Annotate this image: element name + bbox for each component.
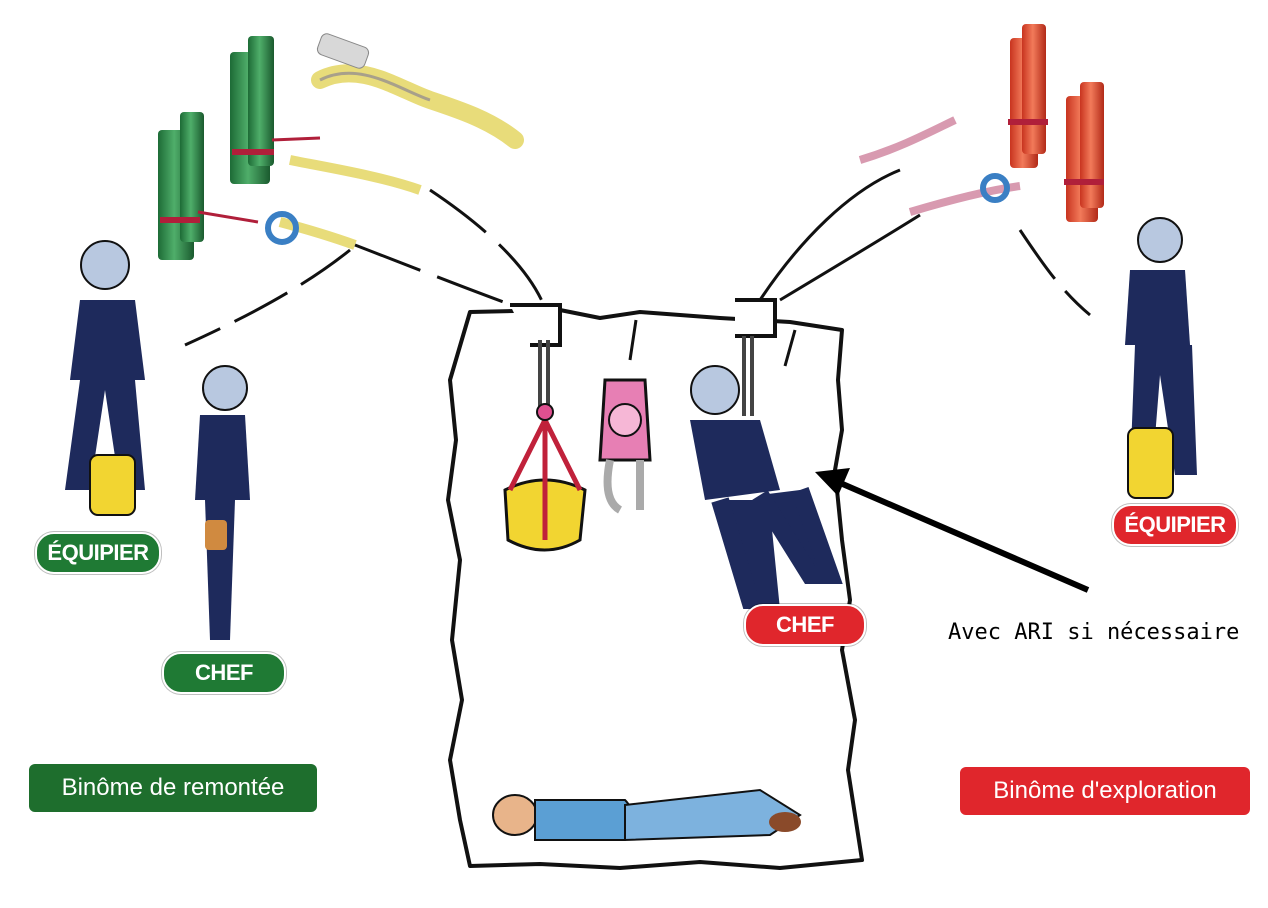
ari-annotation: Avec ARI si nécessaire <box>948 620 1239 645</box>
left-team-label: Binôme de remontée <box>29 764 317 812</box>
left-chef-figure <box>195 366 250 640</box>
left-equipier-figure <box>65 241 145 515</box>
left-equipier-badge: ÉQUIPIER <box>35 532 161 574</box>
cave-outline <box>448 310 862 868</box>
pointer-arrow-icon <box>815 468 1088 590</box>
right-chef-badge: CHEF <box>744 604 866 646</box>
right-equipier-figure <box>1125 218 1197 498</box>
right-equipier-badge: ÉQUIPIER <box>1112 504 1238 546</box>
left-chef-badge: CHEF <box>162 652 286 694</box>
right-anchor-posts-icon <box>1008 24 1104 222</box>
figure-eight-knot-icon <box>316 32 515 140</box>
right-team-label: Binôme d'exploration <box>960 767 1250 815</box>
